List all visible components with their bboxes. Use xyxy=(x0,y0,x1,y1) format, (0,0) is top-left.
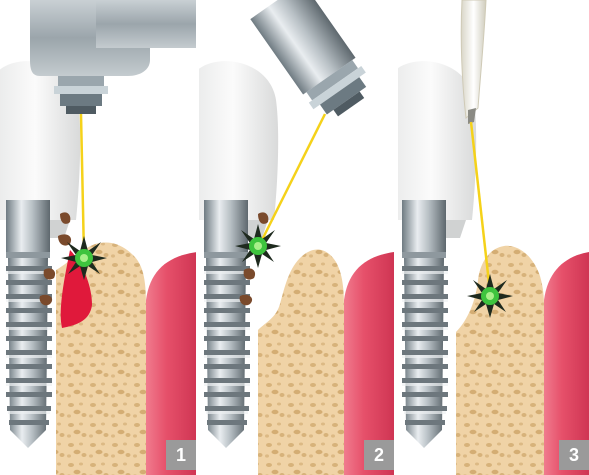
implant-screw xyxy=(204,200,250,448)
panel-3 xyxy=(386,0,589,475)
panel-number-3: 3 xyxy=(559,440,589,470)
implant-screw xyxy=(6,200,52,448)
panel-1 xyxy=(0,0,199,475)
implant-screw xyxy=(402,200,448,448)
panel-number-1: 1 xyxy=(166,440,196,470)
panel-number-2: 2 xyxy=(364,440,394,470)
panel-2 xyxy=(188,0,398,475)
